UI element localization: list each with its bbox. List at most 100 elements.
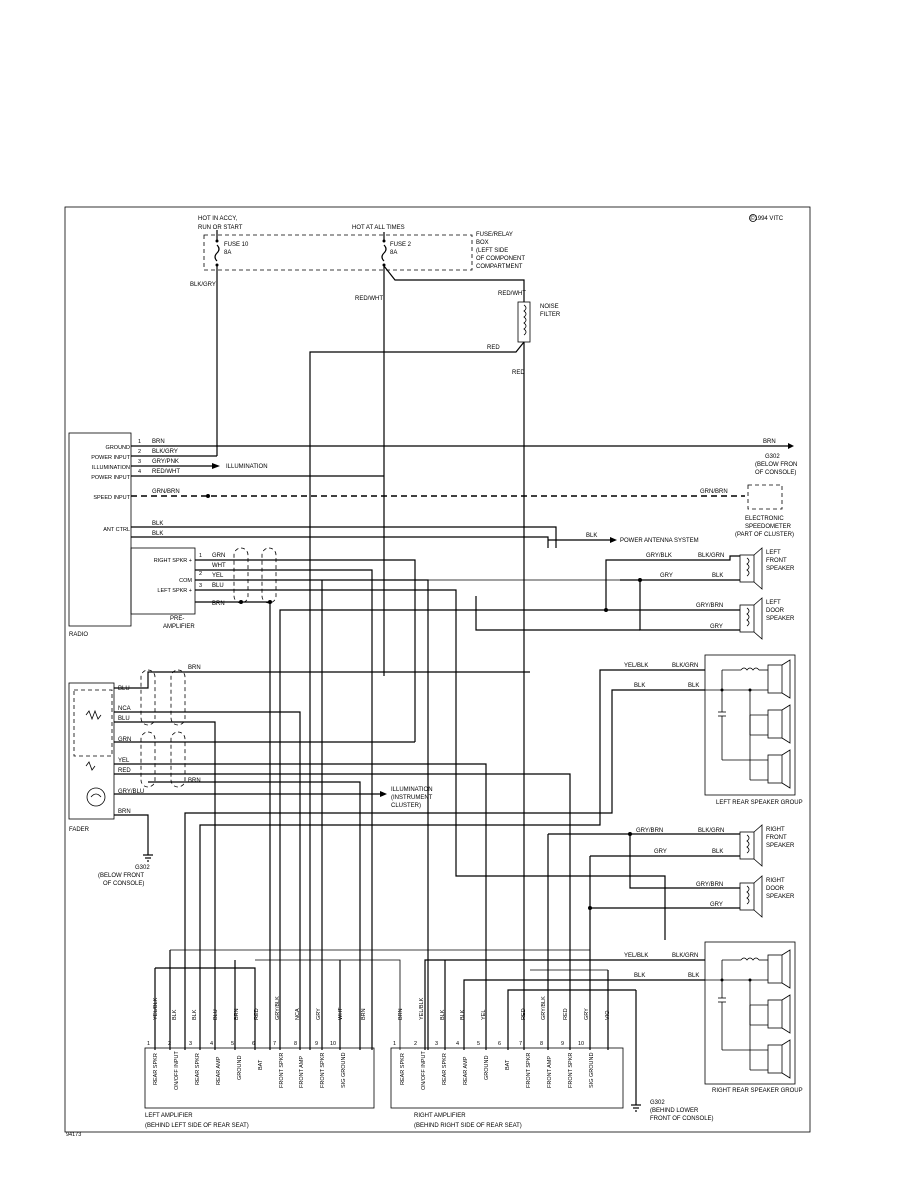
svg-text:PRE-: PRE- xyxy=(170,616,184,622)
svg-text:REAR AMP: REAR AMP xyxy=(216,1056,222,1085)
svg-text:DOOR: DOOR xyxy=(766,608,785,614)
svg-text:GRY/BRN: GRY/BRN xyxy=(636,828,663,834)
svg-text:(INSTRUMENT: (INSTRUMENT xyxy=(391,795,433,801)
left-amplifier: LEFT AMPLIFIER (BEHIND LEFT SIDE OF REAR… xyxy=(144,1047,375,1129)
svg-text:FUSE/RELAY: FUSE/RELAY xyxy=(476,232,513,238)
svg-text:HOT AT ALL TIMES: HOT AT ALL TIMES xyxy=(352,225,405,231)
svg-text:RIGHT AMPLIFIER: RIGHT AMPLIFIER xyxy=(414,1113,466,1119)
svg-text:BLK/GRN: BLK/GRN xyxy=(672,953,698,959)
svg-text:GRN: GRN xyxy=(118,737,131,743)
wire-blk-ant1 xyxy=(148,526,557,548)
svg-text:YEL: YEL xyxy=(481,1010,487,1020)
svg-text:10: 10 xyxy=(578,1041,584,1047)
svg-text:ILLUMINATION: ILLUMINATION xyxy=(92,465,130,471)
svg-text:LEFT: LEFT xyxy=(766,550,781,556)
svg-text:YEL/BLK: YEL/BLK xyxy=(624,663,648,669)
svg-text:5: 5 xyxy=(231,1041,234,1047)
svg-text:VIO: VIO xyxy=(605,1010,611,1020)
svg-text:(BELOW FRONT: (BELOW FRONT xyxy=(98,873,144,879)
svg-text:FRONT SPKR: FRONT SPKR xyxy=(568,1053,574,1088)
svg-text:4: 4 xyxy=(138,469,141,475)
svg-text:RED: RED xyxy=(521,1008,527,1020)
svg-text:LEFT AMPLIFIER: LEFT AMPLIFIER xyxy=(145,1113,193,1119)
svg-text:NCA: NCA xyxy=(295,1008,301,1020)
svg-text:FUSE 2: FUSE 2 xyxy=(390,242,412,248)
svg-text:GRY/BLK: GRY/BLK xyxy=(275,996,281,1020)
svg-text:REAR SPKR: REAR SPKR xyxy=(400,1053,406,1085)
svg-text:BLK: BLK xyxy=(440,1009,446,1020)
wire-red-wht-right xyxy=(383,265,525,302)
svg-text:(BEHIND RIGHT SIDE OF REAR SEA: (BEHIND RIGHT SIDE OF REAR SEAT) xyxy=(414,1123,522,1129)
svg-text:4: 4 xyxy=(210,1041,213,1047)
svg-text:9: 9 xyxy=(561,1041,564,1047)
svg-text:COMPARTMENT: COMPARTMENT xyxy=(476,264,523,270)
preamplifier: RIGHT SPKR + COM LEFT SPKR + PRE- AMPLIF… xyxy=(130,547,196,630)
svg-text:7: 7 xyxy=(519,1041,522,1047)
svg-text:ON/OFF INPUT: ON/OFF INPUT xyxy=(174,1051,180,1090)
svg-text:RIGHT: RIGHT xyxy=(766,878,785,884)
left-rear-speaker-group: LEFT REAR SPEAKER GROUP xyxy=(704,654,803,806)
svg-text:SPEAKER: SPEAKER xyxy=(766,616,795,622)
svg-text:POWER INPUT: POWER INPUT xyxy=(91,475,130,481)
svg-text:GRN/BRN: GRN/BRN xyxy=(152,489,180,495)
svg-text:BLU: BLU xyxy=(118,716,130,722)
svg-text:(BEHIND LOWER: (BEHIND LOWER xyxy=(650,1108,699,1114)
svg-text:SPEAKER: SPEAKER xyxy=(766,843,795,849)
svg-text:GRY: GRY xyxy=(316,1008,322,1020)
svg-text:8: 8 xyxy=(294,1041,297,1047)
svg-text:SIG GROUND: SIG GROUND xyxy=(341,1053,347,1088)
copyright-symbol xyxy=(749,214,757,222)
svg-text:1: 1 xyxy=(138,439,141,445)
noise-filter: NOISE FILTER xyxy=(517,301,561,343)
svg-text:2: 2 xyxy=(168,1041,171,1047)
svg-text:BRN: BRN xyxy=(188,665,201,671)
svg-text:ANT CTRL: ANT CTRL xyxy=(103,527,130,533)
right-amplifier: RIGHT AMPLIFIER (BEHIND RIGHT SIDE OF RE… xyxy=(390,1047,624,1129)
svg-text:REAR SPKR: REAR SPKR xyxy=(153,1053,159,1085)
svg-text:GRY/BRN: GRY/BRN xyxy=(696,603,723,609)
svg-text:BLU: BLU xyxy=(213,1009,219,1020)
svg-text:LEFT SPKR +: LEFT SPKR + xyxy=(157,588,192,594)
right-rear-speaker-group: RIGHT REAR SPEAKER GROUP xyxy=(704,941,803,1094)
svg-text:SPEEDOMETER: SPEEDOMETER xyxy=(745,524,792,530)
svg-text:6: 6 xyxy=(252,1041,255,1047)
svg-text:BLK/GRN: BLK/GRN xyxy=(672,663,698,669)
svg-text:RED: RED xyxy=(512,370,525,376)
svg-text:FUSE 10: FUSE 10 xyxy=(224,242,249,248)
svg-text:BRN: BRN xyxy=(212,601,225,607)
svg-text:9: 9 xyxy=(315,1041,318,1047)
svg-text:GRY: GRY xyxy=(584,1008,590,1020)
right-amp-color-labels: BRN YEL/BLK BLK BLK YEL RED GRY/BLK RED … xyxy=(398,996,611,1020)
left-amp-pin-labels: REAR SPKR ON/OFF INPUT REAR SPKR REAR AM… xyxy=(153,1051,347,1090)
svg-text:GROUND: GROUND xyxy=(237,1056,243,1080)
svg-text:G302: G302 xyxy=(135,865,150,871)
svg-text:(BELOW FRON: (BELOW FRON xyxy=(755,462,797,468)
svg-text:(BEHIND LEFT SIDE OF REAR SEAT: (BEHIND LEFT SIDE OF REAR SEAT) xyxy=(145,1123,249,1129)
right-amp-pin-labels: REAR SPKR ON/OFF INPUT REAR SPKR REAR AM… xyxy=(400,1051,595,1090)
svg-text:NOISE: NOISE xyxy=(540,304,559,310)
svg-text:FRONT SPKR: FRONT SPKR xyxy=(320,1053,326,1088)
svg-text:WHT: WHT xyxy=(338,1007,344,1020)
svg-text:6: 6 xyxy=(498,1041,501,1047)
svg-text:8A: 8A xyxy=(390,250,397,256)
svg-text:RED/WHT: RED/WHT xyxy=(152,469,180,475)
svg-text:BRN: BRN xyxy=(398,1008,404,1020)
svg-text:BLK/GRN: BLK/GRN xyxy=(698,828,724,834)
svg-text:POWER ANTENNA SYSTEM: POWER ANTENNA SYSTEM xyxy=(620,538,699,544)
svg-text:2: 2 xyxy=(414,1041,417,1047)
svg-text:FRONT SPKR: FRONT SPKR xyxy=(526,1053,532,1088)
wire-red-left-amp xyxy=(309,341,525,1050)
svg-text:BLK/GRY: BLK/GRY xyxy=(152,449,178,455)
svg-text:RUN OR START: RUN OR START xyxy=(198,225,243,231)
svg-text:LEFT: LEFT xyxy=(766,600,781,606)
svg-text:10: 10 xyxy=(330,1041,336,1047)
svg-text:BOX: BOX xyxy=(476,240,489,246)
svg-text:BLU: BLU xyxy=(118,686,130,692)
svg-text:BAT: BAT xyxy=(505,1059,511,1070)
svg-text:FRONT AMP: FRONT AMP xyxy=(547,1056,553,1088)
svg-text:ON/OFF INPUT: ON/OFF INPUT xyxy=(421,1051,427,1090)
electronic-speedometer xyxy=(747,484,783,510)
svg-text:(LEFT SIDE: (LEFT SIDE xyxy=(476,248,508,254)
left-door-speaker: LEFT DOOR SPEAKER xyxy=(739,597,795,640)
